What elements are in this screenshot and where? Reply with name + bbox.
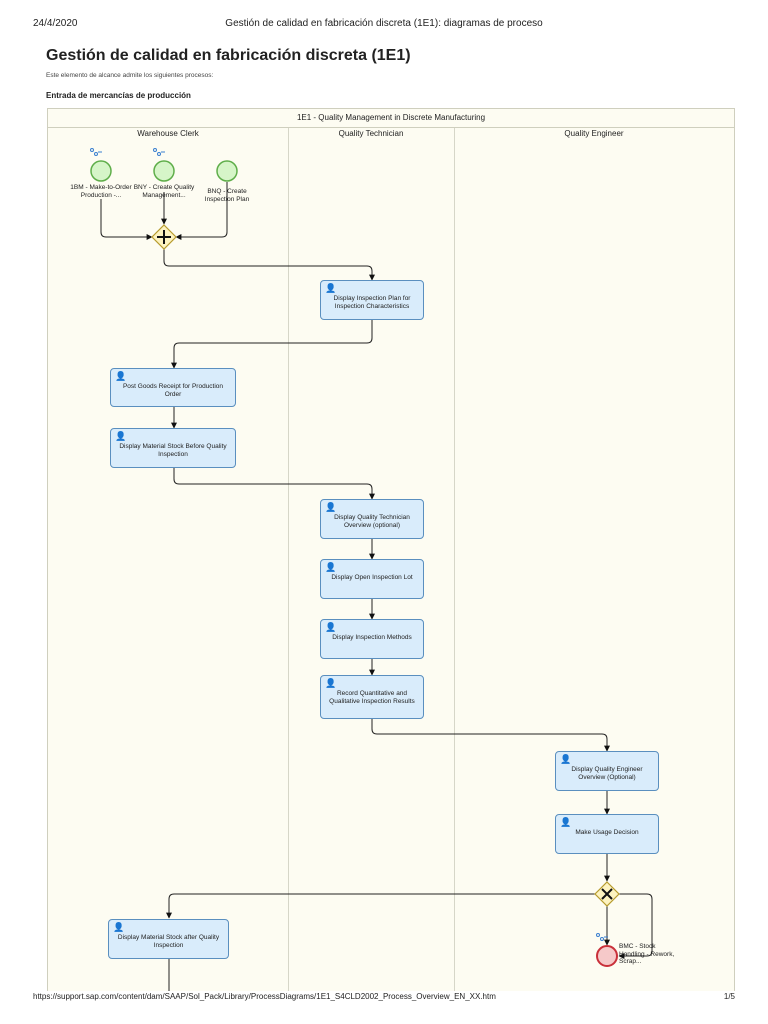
lane-title-quality-engineer: Quality Engineer — [564, 129, 624, 138]
footer-url[interactable]: https://support.sap.com/content/dam/SAAP… — [33, 992, 496, 1001]
task-record-inspection-results[interactable]: 👤 Record Quantitative and Qualitative In… — [320, 675, 424, 719]
user-icon: 👤 — [115, 431, 127, 441]
task-label: Display Quality Engineer Overview (Optio… — [571, 766, 643, 781]
parallel-gateway — [151, 224, 177, 250]
task-post-goods-receipt[interactable]: 👤 Post Goods Receipt for Production Orde… — [110, 368, 236, 407]
task-label: Display Material Stock after Quality Ins… — [117, 934, 220, 949]
user-icon: 👤 — [115, 371, 127, 381]
process-diagram: 1E1 - Quality Management in Discrete Man… — [47, 108, 735, 991]
task-display-material-stock-before[interactable]: 👤 Display Material Stock Before Quality … — [110, 428, 236, 468]
header-doc-title: Gestión de calidad en fabricación discre… — [225, 18, 543, 29]
task-display-inspection-plan[interactable]: 👤 Display Inspection Plan for Inspection… — [320, 280, 424, 320]
task-label: Post Goods Receipt for Production Order — [122, 383, 224, 398]
user-icon: 👤 — [325, 678, 337, 688]
lane-title-quality-technician: Quality Technician — [338, 129, 404, 138]
user-icon: 👤 — [113, 922, 125, 932]
start-event-label-1bm: 1BM - Make-to-Order Production -... — [69, 184, 133, 199]
lane-divider — [454, 128, 455, 991]
section-heading: Entrada de mercancías de producción — [46, 91, 191, 100]
user-icon: 👤 — [325, 502, 337, 512]
user-icon: 👤 — [560, 754, 572, 764]
user-icon: 👤 — [560, 817, 572, 827]
task-make-usage-decision[interactable]: 👤 Make Usage Decision — [555, 814, 659, 854]
task-label: Display Open Inspection Lot — [331, 574, 413, 581]
page-subtitle: Este elemento de alcance admite los sigu… — [46, 72, 214, 79]
start-event-label-bny: BNY - Create Quality Management... — [133, 184, 195, 199]
end-event-bmc — [596, 945, 618, 967]
header-date: 24/4/2020 — [33, 18, 78, 29]
link-icon — [90, 148, 102, 156]
user-icon: 👤 — [325, 622, 337, 632]
pool-title: 1E1 - Quality Management in Discrete Man… — [48, 109, 734, 128]
lane-divider — [288, 128, 289, 991]
start-event-bny — [153, 160, 175, 182]
task-label: Display Material Stock Before Quality In… — [119, 443, 227, 458]
task-label: Make Usage Decision — [575, 829, 639, 836]
start-event-1bm — [90, 160, 112, 182]
user-icon: 👤 — [325, 562, 337, 572]
page-number: 1/5 — [723, 992, 735, 1001]
flow-connectors — [90, 148, 653, 991]
exclusive-gateway — [594, 881, 620, 907]
task-label: Display Inspection Plan for Inspection C… — [333, 295, 411, 310]
task-display-quality-engineer-overview[interactable]: 👤 Display Quality Engineer Overview (Opt… — [555, 751, 659, 791]
lane-title-warehouse-clerk: Warehouse Clerk — [137, 129, 199, 138]
task-label: Display Quality Technician Overview (opt… — [334, 514, 410, 529]
start-event-label-bnq: BNQ - Create Inspection Plan — [204, 188, 250, 203]
start-event-bnq — [216, 160, 238, 182]
end-event-label-bmc: BMC - Stock Handling - Rework, Scrap... — [619, 943, 675, 965]
user-icon: 👤 — [325, 283, 337, 293]
link-icon — [153, 148, 165, 156]
task-display-open-inspection-lot[interactable]: 👤 Display Open Inspection Lot — [320, 559, 424, 599]
task-display-quality-technician-overview[interactable]: 👤 Display Quality Technician Overview (o… — [320, 499, 424, 539]
task-display-inspection-methods[interactable]: 👤 Display Inspection Methods — [320, 619, 424, 659]
task-label: Display Inspection Methods — [332, 634, 412, 641]
page-title: Gestión de calidad en fabricación discre… — [46, 47, 411, 64]
task-display-material-stock-after[interactable]: 👤 Display Material Stock after Quality I… — [108, 919, 229, 959]
task-label: Record Quantitative and Qualitative Insp… — [329, 690, 415, 705]
link-icon — [596, 933, 608, 941]
